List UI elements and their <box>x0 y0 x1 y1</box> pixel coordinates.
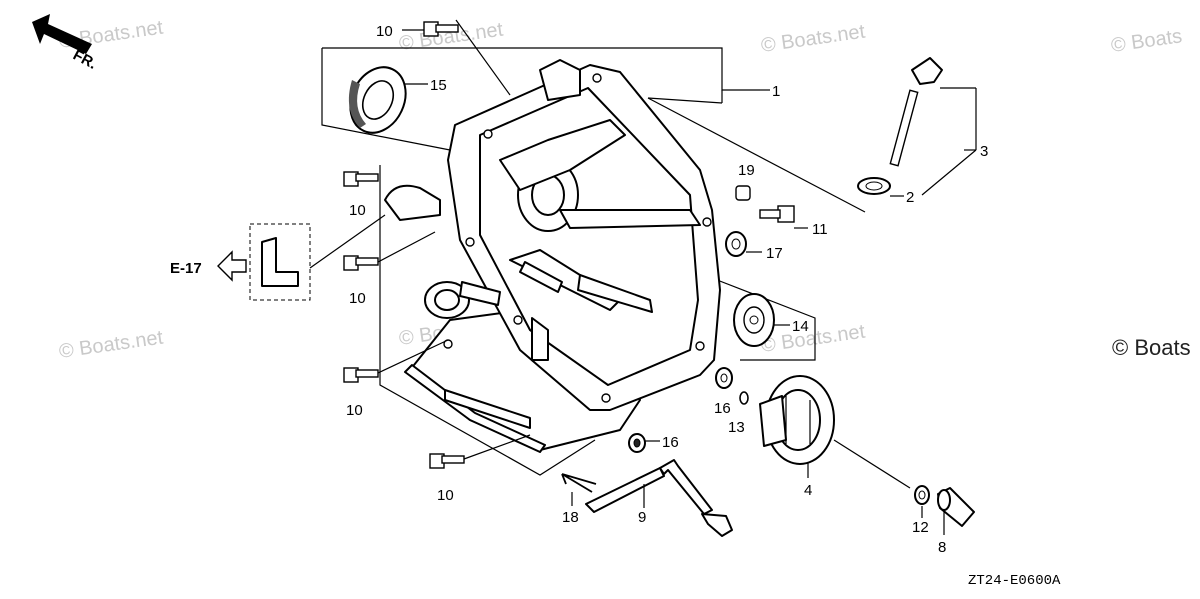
callout-18: 18 <box>562 509 579 526</box>
washer-16-right: 16 <box>714 367 733 417</box>
callout-10-upper-left: 10 <box>349 202 366 219</box>
assembly-outline <box>321 19 866 476</box>
oil-seal-15: 15 <box>348 66 447 134</box>
callout-10-top: 10 <box>376 23 393 40</box>
governor-arm-9: 9 <box>585 459 733 537</box>
bolt-10-mid-left: 10 <box>343 231 436 307</box>
callout-16-lower: 16 <box>662 434 679 451</box>
callout-10-bottom: 10 <box>437 487 454 504</box>
callout-16-right: 16 <box>714 400 731 417</box>
washer-16-lower: 16 <box>628 433 679 453</box>
callout-15: 15 <box>430 77 447 94</box>
callout-11: 11 <box>812 221 828 238</box>
diagram-code: ZT24-E0600A <box>968 573 1061 589</box>
callout-4: 4 <box>804 482 812 499</box>
callout-19: 19 <box>738 162 755 179</box>
seal-17: 17 <box>725 231 783 262</box>
circlip-13: 13 <box>728 391 749 436</box>
o-ring-2: 2 <box>857 177 914 206</box>
watermark: © Boats.net <box>398 19 505 55</box>
washer-12: 12 <box>912 485 930 536</box>
watermark-dark: © Boats <box>1112 335 1191 360</box>
callout-9: 9 <box>638 509 646 526</box>
crankcase-cover <box>384 59 721 453</box>
watermark: © Boats <box>1110 25 1184 57</box>
breather-tube-reference: E-17 <box>170 214 386 301</box>
bolt-10-upper-left: 10 <box>343 171 379 219</box>
callout-12: 12 <box>912 519 929 536</box>
bolt-10-bottom: 10 <box>429 434 531 504</box>
callout-14: 14 <box>792 318 809 335</box>
governor-gear-4: 4 <box>759 375 911 499</box>
bolt-11: 11 <box>759 205 828 238</box>
watermark: © Boats.net <box>760 21 867 57</box>
bearing-14: 14 <box>733 293 809 347</box>
callout-17: 17 <box>766 245 783 262</box>
callout-10-mid-left: 10 <box>349 290 366 307</box>
watermark: © Boats.net <box>58 327 165 363</box>
bolt-10-lower-left: 10 <box>343 339 449 419</box>
callout-1: 1 <box>772 83 780 100</box>
gear-shaft-8: 8 <box>937 487 975 556</box>
callout-3: 3 <box>980 143 988 160</box>
callout-2: 2 <box>906 189 914 206</box>
watermark: © Boats.net <box>760 321 867 357</box>
callout-13: 13 <box>728 419 745 436</box>
clip-pin-18: 18 <box>561 473 597 526</box>
ref-e17: E-17 <box>170 260 202 277</box>
callout-8: 8 <box>938 539 946 556</box>
oil-dipstick-3: 3 <box>889 57 988 196</box>
bolt-10-top: 10 <box>376 21 459 40</box>
dowel-pin-19: 19 <box>735 162 755 201</box>
front-direction-arrow: FR. <box>32 14 99 73</box>
callout-10-lower-left: 10 <box>346 402 363 419</box>
